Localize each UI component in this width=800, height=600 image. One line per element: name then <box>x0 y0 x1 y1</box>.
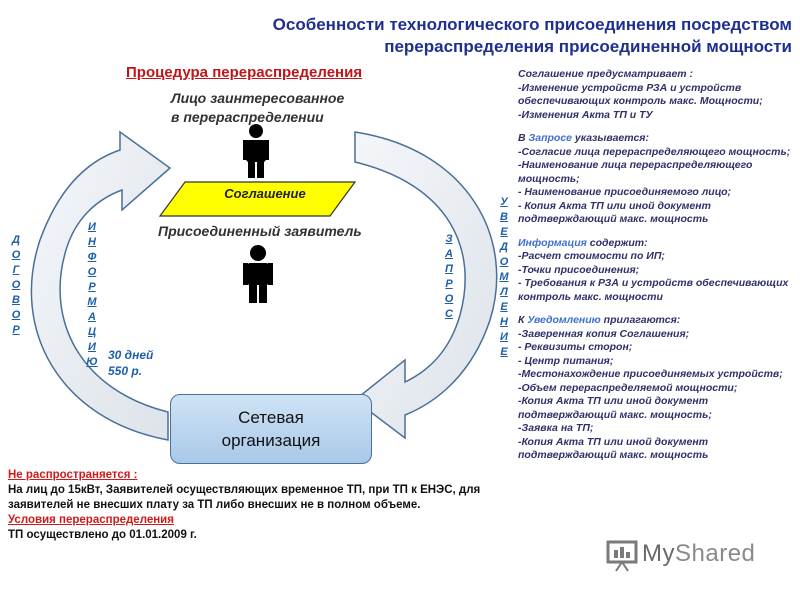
right-info-panel: Соглашение предусматривает : -Изменение … <box>518 68 794 463</box>
info-list-item: - Центр питания; <box>518 354 614 367</box>
notice-word: Уведомлению <box>527 314 601 326</box>
person-bottom-label: Присоединенный заявитель <box>158 223 362 239</box>
agreement-intro: Соглашение предусматривает : <box>518 68 694 80</box>
vertical-letter: М <box>87 296 97 308</box>
vertical-letter: У <box>500 196 508 208</box>
logo-text: MyShared <box>642 540 755 568</box>
vertical-letter: Ф <box>87 251 97 263</box>
vertical-letter: Е <box>500 226 508 238</box>
info-list-item: -Заявка на ТП; <box>518 422 594 434</box>
person-top-label: Лицо заинтересованное в перераспределени… <box>171 89 344 127</box>
notice-prefix: К <box>518 314 528 326</box>
vertical-letter: З <box>445 233 453 245</box>
info-list-item: - Наименование присоединяемого лицо; <box>518 186 731 198</box>
not-apply-text: На лиц до 15кВт, Заявителей осуществляющ… <box>8 484 481 511</box>
info-heading: Информация содержит: <box>518 237 794 251</box>
vertical-letter: Е <box>500 346 508 358</box>
vertical-letter: Ю <box>86 356 98 368</box>
vertical-letter: М <box>499 271 509 283</box>
vertical-letter: Г <box>12 264 20 276</box>
not-apply-heading: Не распространяется : <box>8 469 138 481</box>
vertical-letter: А <box>88 311 96 323</box>
agreement-shape <box>158 181 357 217</box>
info-list-item: -Точки присоединения; <box>518 263 640 276</box>
person-top-icon <box>243 124 269 178</box>
days-line: 30 дней <box>108 348 154 362</box>
info-list-item: -Изменение устройств РЗА и устройств обе… <box>518 81 763 108</box>
right-cycle-arrow <box>353 131 498 440</box>
vertical-letter: Л <box>500 286 508 298</box>
procedure-heading: Процедура перераспределения <box>126 64 363 81</box>
vertical-letter: О <box>499 256 509 268</box>
title-line-2: перераспределения присоединенной мощност… <box>384 37 792 56</box>
vertical-letter: Р <box>88 281 96 293</box>
vertical-letter: В <box>12 294 20 306</box>
page-title: Особенности технологического присоединен… <box>160 14 792 58</box>
request-prefix: В <box>518 132 529 144</box>
vertical-letter: Н <box>500 316 508 328</box>
vertical-letter: О <box>11 279 21 291</box>
info-word: Информация <box>518 236 587 249</box>
vertical-letter: О <box>87 266 97 278</box>
vertical-letter: Д <box>12 234 20 246</box>
vertical-letter: И <box>88 341 96 353</box>
days-cost-label: 30 дней 550 р. <box>108 347 153 379</box>
network-line-1: Сетевая <box>238 408 304 427</box>
person-bottom-icon <box>243 245 273 303</box>
title-line-1: Особенности технологического присоединен… <box>272 15 792 34</box>
vertical-letter: О <box>11 249 21 261</box>
vertical-letter: Е <box>500 301 508 313</box>
info-list-item: - Реквизиты сторон; <box>518 341 633 353</box>
info-list-item: -Местонахождение присоединяемых устройст… <box>518 368 783 380</box>
vertical-letter: А <box>445 248 453 260</box>
conditions-heading: Условия перераспределения <box>8 514 174 526</box>
cost-line: 550 р. <box>108 364 143 378</box>
vertical-letter: Н <box>88 236 96 248</box>
vertical-letter: Ц <box>87 326 97 338</box>
left-cycle-arrow <box>30 130 172 441</box>
info-list-item: - Требования к РЗА и устройств обеспечив… <box>518 277 789 303</box>
network-line-2: организация <box>221 431 321 450</box>
vertical-letter: О <box>11 309 21 321</box>
request-suffix: указывается: <box>572 132 649 144</box>
notice-heading: К Уведомлению прилагаются: <box>518 314 794 328</box>
vertical-letter: П <box>445 263 453 275</box>
logo-text-my: My <box>642 540 675 567</box>
myshared-logo: MyShared <box>606 536 776 574</box>
vertical-letter: Р <box>12 324 20 336</box>
info-list-item: -Заверенная копия Соглашения; <box>518 327 690 340</box>
info-list-item: -Изменения Акта ТП и ТУ <box>518 108 653 121</box>
vertical-letter: Д <box>500 241 508 253</box>
vertical-letter: С <box>445 308 453 320</box>
bottom-notes: Не распространяется : На лиц до 15кВт, З… <box>8 468 508 543</box>
info-list-item: - Копия Акта ТП или иной документ подтве… <box>518 199 711 226</box>
person-top-line-1: Лицо заинтересованное <box>171 90 345 106</box>
notice-suffix: прилагаются: <box>600 314 681 326</box>
network-organization-box: Сетевая организация <box>170 394 372 464</box>
request-word: Запросе <box>528 132 573 144</box>
vertical-letter: И <box>88 221 96 233</box>
vertical-letter: В <box>500 211 508 223</box>
info-list-item: -Объем перераспределяемой мощности; <box>518 381 738 394</box>
person-top-line-2: в перераспределении <box>171 109 324 125</box>
info-list-item: -Наименование лица перераспределяющего м… <box>518 159 753 185</box>
info-list-item: -Согласие лица перераспределяющего мощно… <box>518 145 791 158</box>
info-list-item: -Копия Акта ТП или иной документ подтвер… <box>518 395 712 421</box>
vertical-letter: И <box>500 331 508 343</box>
request-heading: В Запросе указывается: <box>518 132 794 146</box>
info-list-item: -Расчет стоимости по ИП; <box>518 250 665 262</box>
logo-text-rest: Shared <box>675 540 756 567</box>
info-list-item: -Копия Акта ТП или иной документ подтвер… <box>518 435 709 462</box>
presentation-icon <box>606 540 638 572</box>
info-suffix: содержит: <box>586 236 648 249</box>
agreement-label: Соглашение <box>224 186 306 201</box>
conditions-text: ТП осуществлено до 01.01.2009 г. <box>8 529 197 541</box>
vertical-letter: Р <box>445 278 453 290</box>
vertical-letter: О <box>444 293 454 305</box>
